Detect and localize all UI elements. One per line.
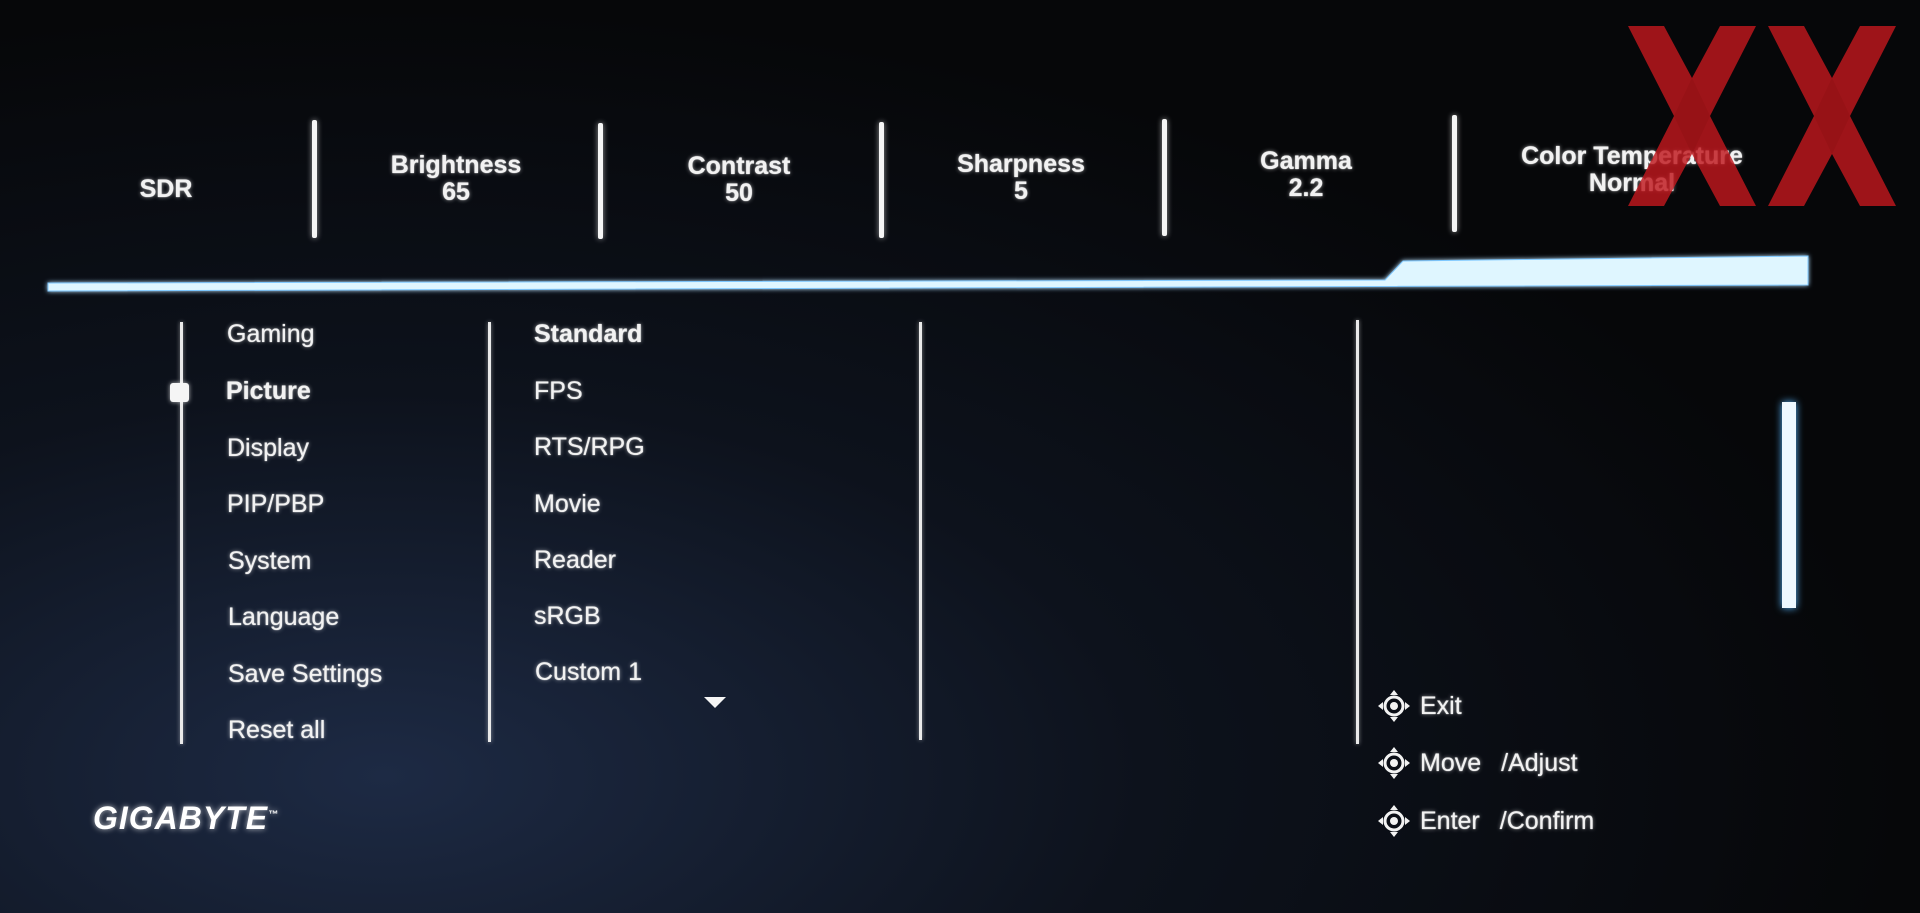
menu-item-gaming[interactable]: Gaming bbox=[227, 320, 315, 348]
gamma-value: 2.2 bbox=[1288, 174, 1324, 202]
menu-item-reset-all[interactable]: Reset all bbox=[228, 716, 326, 744]
status-divider bbox=[1162, 119, 1167, 236]
picture-mode-standard[interactable]: Standard bbox=[534, 320, 643, 348]
picture-mode-rts-rpg[interactable]: RTS/RPG bbox=[534, 433, 645, 461]
status-divider bbox=[879, 122, 884, 238]
hint-move-label: Move bbox=[1420, 749, 1482, 777]
help-rail bbox=[1356, 320, 1359, 744]
picture-mode-srgb[interactable]: sRGB bbox=[534, 602, 601, 630]
hint-enter-confirm: Enter /Confirm bbox=[1376, 803, 1594, 839]
picture-menu-rail bbox=[488, 322, 491, 742]
hint-exit-label: Exit bbox=[1420, 692, 1462, 720]
menu-item-language[interactable]: Language bbox=[228, 603, 340, 631]
scroll-down-icon[interactable] bbox=[704, 697, 726, 708]
hint-exit: Exit bbox=[1376, 688, 1462, 724]
menu-item-save-settings[interactable]: Save Settings bbox=[228, 660, 383, 688]
brightness-label: Brightness bbox=[390, 151, 522, 179]
sharpness-label: Sharpness bbox=[957, 150, 1085, 178]
joystick-icon bbox=[1378, 805, 1410, 837]
hint-move-adjust: Move /Adjust bbox=[1376, 745, 1578, 781]
gigabyte-logo: GIGABYTE™ bbox=[93, 800, 280, 836]
status-brightness: Brightness 65 bbox=[391, 152, 522, 206]
sharpness-value: 5 bbox=[1014, 177, 1028, 205]
hint-enter-label: Enter bbox=[1420, 807, 1480, 835]
picture-mode-custom-1[interactable]: Custom 1 bbox=[535, 658, 642, 686]
joystick-icon bbox=[1378, 690, 1410, 722]
picture-mode-reader[interactable]: Reader bbox=[534, 546, 616, 574]
accent-line bbox=[47, 255, 1809, 292]
menu-item-system[interactable]: System bbox=[228, 547, 312, 575]
main-menu-rail bbox=[180, 322, 183, 744]
status-gamma: Gamma 2.2 bbox=[1260, 148, 1352, 202]
contrast-value: 50 bbox=[725, 179, 753, 207]
status-sharpness: Sharpness 5 bbox=[957, 151, 1085, 205]
picture-mode-movie[interactable]: Movie bbox=[534, 490, 601, 518]
status-divider bbox=[598, 123, 603, 239]
selected-indicator bbox=[170, 383, 189, 402]
picture-mode-fps[interactable]: FPS bbox=[534, 377, 583, 405]
menu-item-pip-pbp[interactable]: PIP/PBP bbox=[227, 490, 325, 518]
contrast-label: Contrast bbox=[687, 152, 791, 180]
brightness-value: 65 bbox=[442, 178, 470, 206]
joystick-icon bbox=[1378, 747, 1410, 779]
hint-confirm-label: /Confirm bbox=[1499, 807, 1595, 835]
status-divider bbox=[1452, 115, 1457, 232]
status-divider bbox=[312, 120, 317, 238]
submenu-rail bbox=[919, 322, 922, 740]
status-contrast: Contrast 50 bbox=[688, 153, 791, 207]
menu-item-display[interactable]: Display bbox=[227, 434, 309, 462]
watermark-logo bbox=[1628, 26, 1896, 206]
scrollbar[interactable] bbox=[1782, 402, 1796, 608]
hint-adjust-label: /Adjust bbox=[1501, 749, 1578, 777]
menu-item-picture[interactable]: Picture bbox=[226, 377, 311, 405]
hdr-mode-label: SDR bbox=[139, 175, 193, 203]
gamma-label: Gamma bbox=[1260, 147, 1352, 175]
